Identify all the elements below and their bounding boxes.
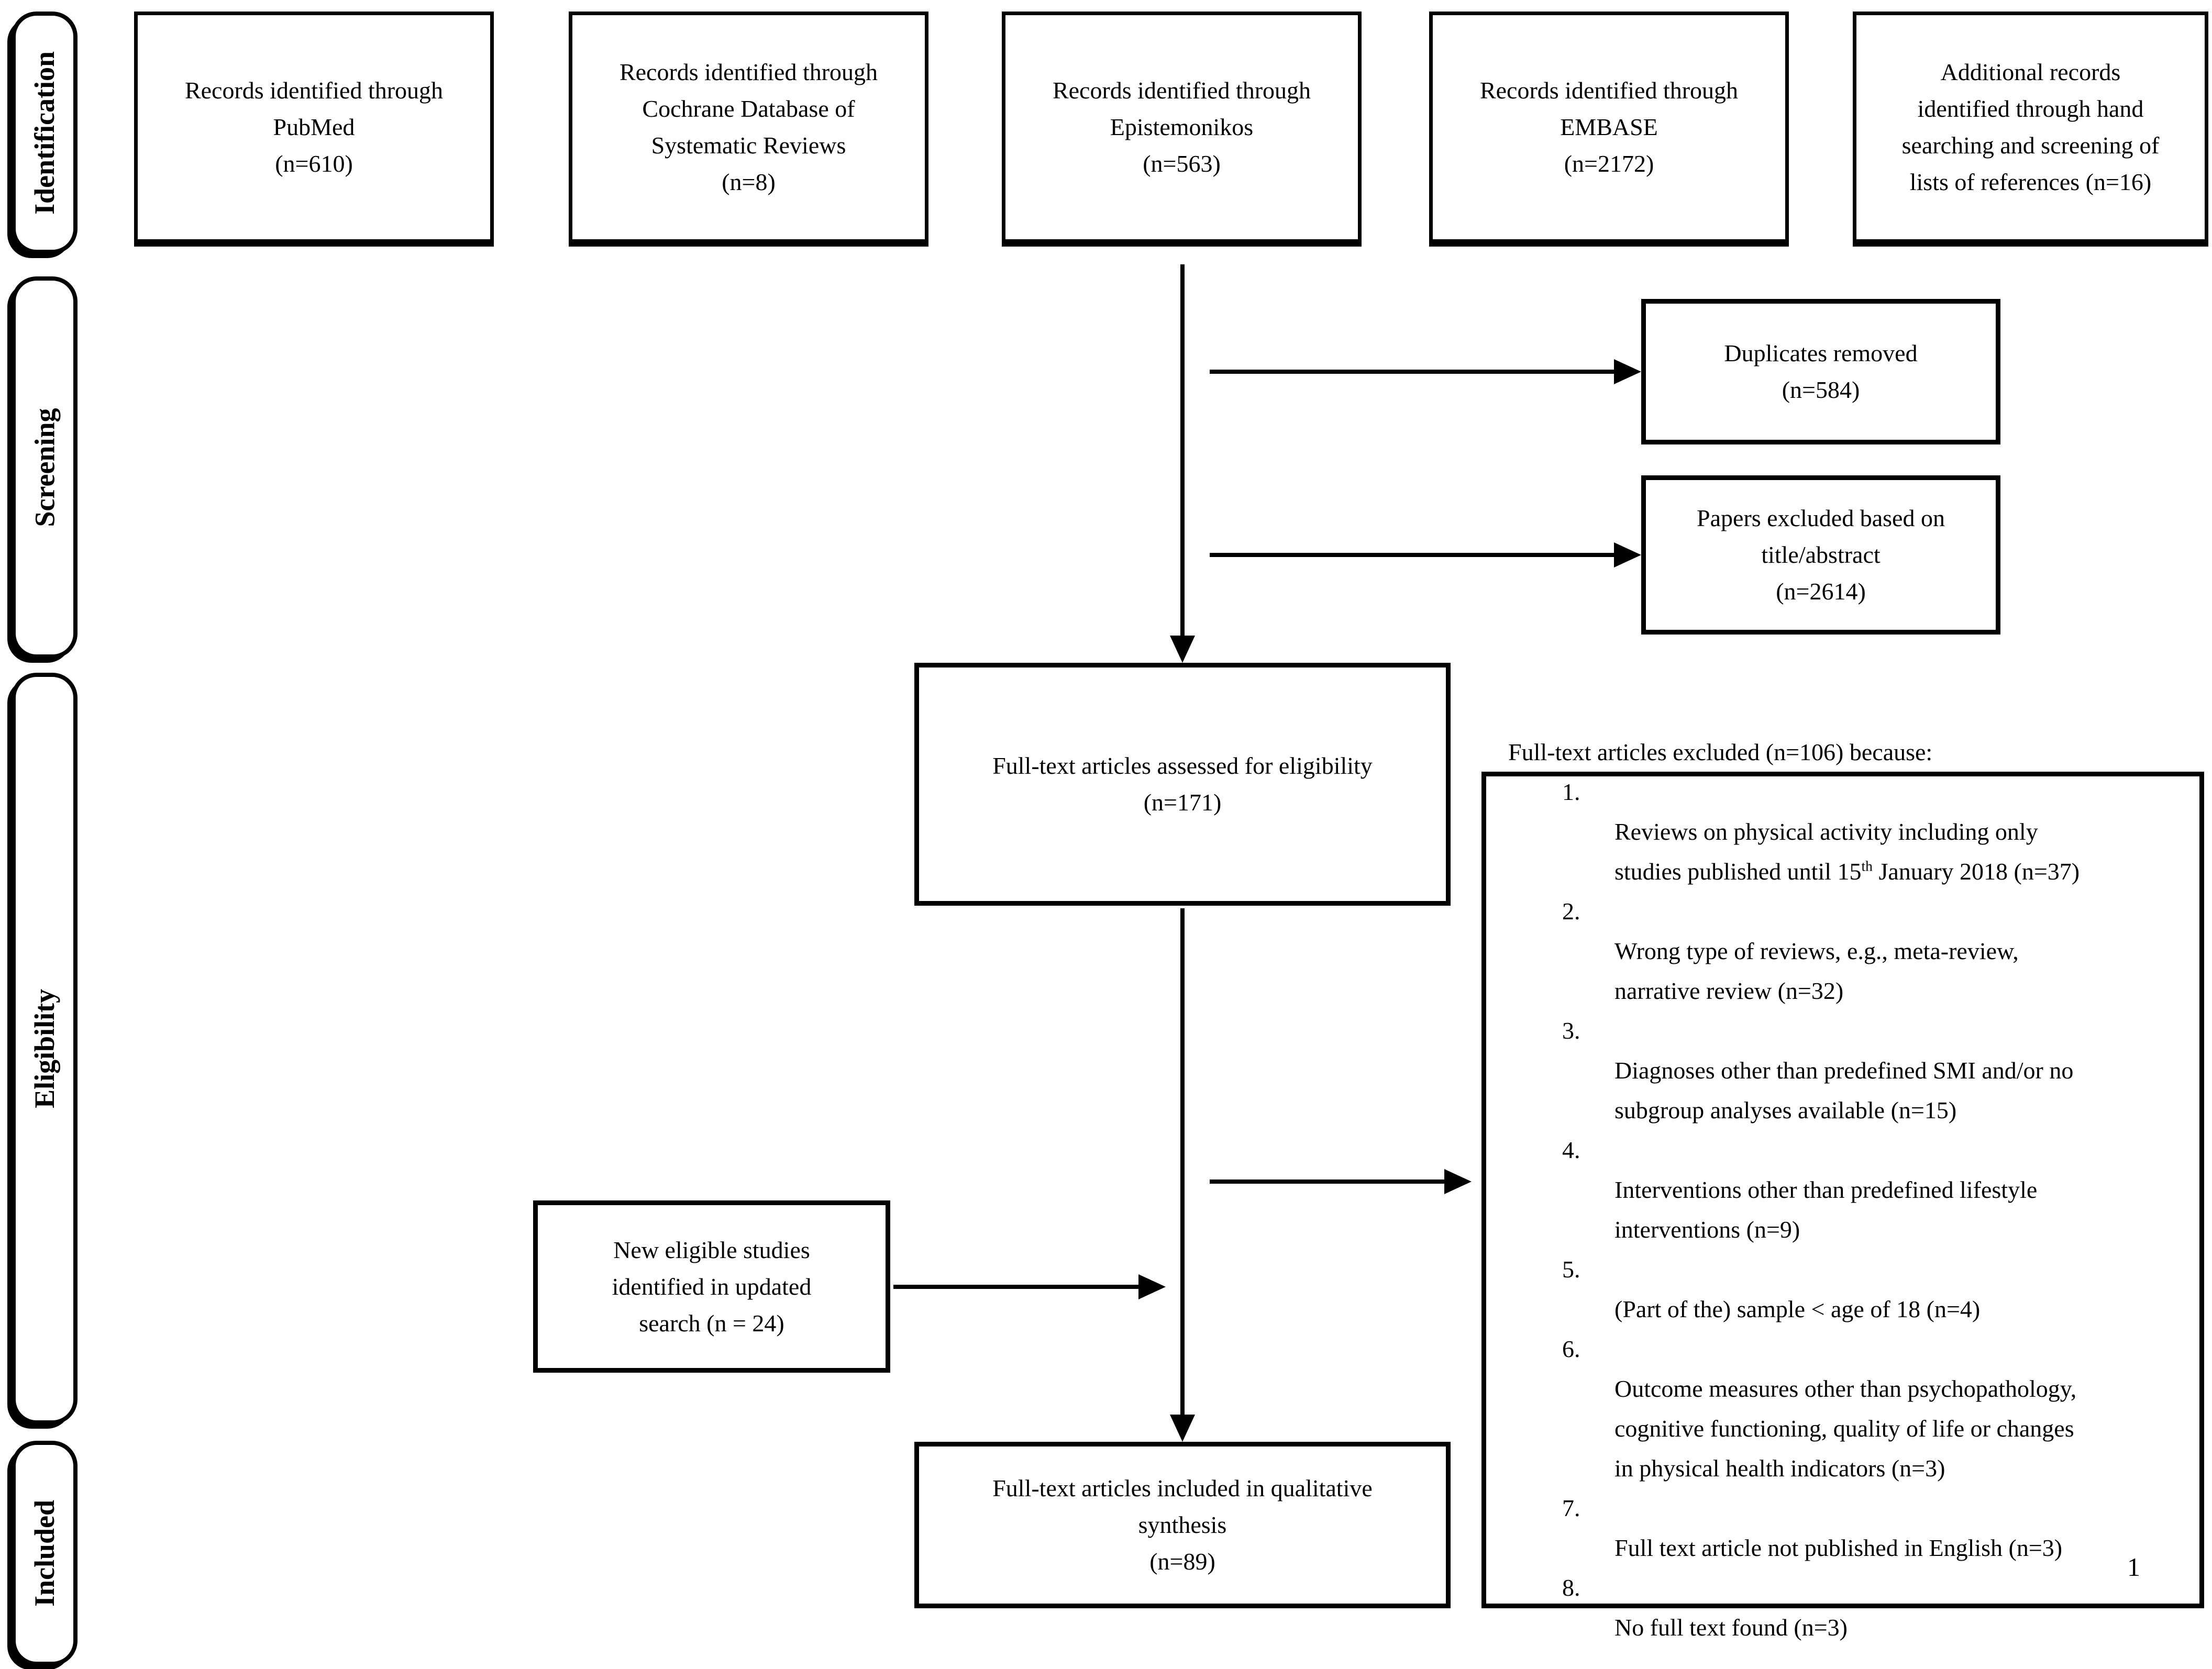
arrow-line <box>1180 264 1185 638</box>
duplicates-removed-text: Duplicates removed (n=584) <box>1724 340 1918 403</box>
arrow-right-icon <box>1614 542 1641 568</box>
source-box-embase-text: Records identified through EMBASE (n=217… <box>1479 77 1739 177</box>
source-box-embase: Records identified through EMBASE (n=217… <box>1429 12 1789 247</box>
source-box-handsearch-text: Additional records identified through ha… <box>1901 59 2160 195</box>
source-box-epistemonikos-text: Records identified through Epistemonikos… <box>1052 77 1311 177</box>
exclusion-reason-2: 2.Wrong type of reviews, e.g., meta-revi… <box>1562 898 2019 1004</box>
duplicates-removed-box: Duplicates removed (n=584) <box>1641 299 2000 444</box>
arrow-line <box>1210 553 1616 557</box>
fulltext-excluded-box: Full-text articles excluded (n=106) beca… <box>1481 739 2204 1641</box>
fulltext-assessed-box: Full-text articles assessed for eligibil… <box>914 663 1451 906</box>
arrow-line <box>893 1285 1141 1289</box>
qualitative-synthesis-text: Full-text articles included in qualitati… <box>992 1475 1373 1575</box>
exclusion-reason-5: 5.(Part of the) sample < age of 18 (n=4) <box>1562 1256 1981 1322</box>
source-box-pubmed: Records identified through PubMed (n=610… <box>134 12 494 247</box>
arrow-line <box>1210 370 1616 374</box>
qualitative-synthesis-box: Full-text articles included in qualitati… <box>914 1442 1451 1608</box>
arrow-line <box>1180 908 1185 1417</box>
arrow-right-icon <box>1444 1169 1472 1194</box>
source-box-handsearch: Additional records identified through ha… <box>1853 12 2208 247</box>
exclusion-reason-8: 8.No full text found (n=3) <box>1562 1574 1848 1641</box>
stage-included-label: Included <box>29 1499 60 1607</box>
updated-search-text: New eligible studies identified in updat… <box>612 1236 812 1337</box>
arrow-line <box>1210 1180 1446 1184</box>
exclusion-reason-4: 4.Interventions other than predefined li… <box>1562 1137 2038 1243</box>
stage-included: Included <box>12 1441 78 1666</box>
stage-identification: Identification <box>12 12 78 254</box>
exclusion-reason-1: 1.Reviews on physical activity including… <box>1562 778 2080 885</box>
stage-screening-label: Screening <box>29 408 60 527</box>
updated-search-box: New eligible studies identified in updat… <box>533 1200 890 1373</box>
fulltext-excluded-header: Full-text articles excluded (n=106) beca… <box>1508 739 1933 765</box>
source-box-cochrane: Records identified through Cochrane Data… <box>569 12 928 247</box>
fulltext-assessed-text: Full-text articles assessed for eligibil… <box>992 752 1373 816</box>
title-abstract-excluded-box: Papers excluded based on title/abstract … <box>1641 475 2000 635</box>
arrow-right-icon <box>1614 359 1641 384</box>
fulltext-excluded-list: 1.Reviews on physical activity including… <box>1508 772 2184 1648</box>
exclusion-reason-3: 3.Diagnoses other than predefined SMI an… <box>1562 1017 2074 1123</box>
stage-screening: Screening <box>12 276 78 659</box>
arrow-right-icon <box>1138 1274 1166 1299</box>
source-box-epistemonikos: Records identified through Epistemonikos… <box>1002 12 1362 247</box>
arrow-down-icon <box>1170 1415 1195 1442</box>
stage-eligibility-label: Eligibility <box>29 988 60 1109</box>
stage-identification-label: Identification <box>29 51 61 215</box>
page-number: 1 <box>2127 1552 2140 1582</box>
stage-eligibility: Eligibility <box>12 673 78 1425</box>
title-abstract-excluded-text: Papers excluded based on title/abstract … <box>1697 505 1945 605</box>
source-box-pubmed-text: Records identified through PubMed (n=610… <box>184 77 444 177</box>
ordinal-superscript: th <box>1861 858 1873 874</box>
exclusion-reason-7: 7.Full text article not published in Eng… <box>1562 1495 2063 1561</box>
arrow-down-icon <box>1170 636 1195 663</box>
exclusion-reason-6: 6.Outcome measures other than psychopath… <box>1562 1336 2077 1482</box>
source-box-cochrane-text: Records identified through Cochrane Data… <box>619 59 878 195</box>
